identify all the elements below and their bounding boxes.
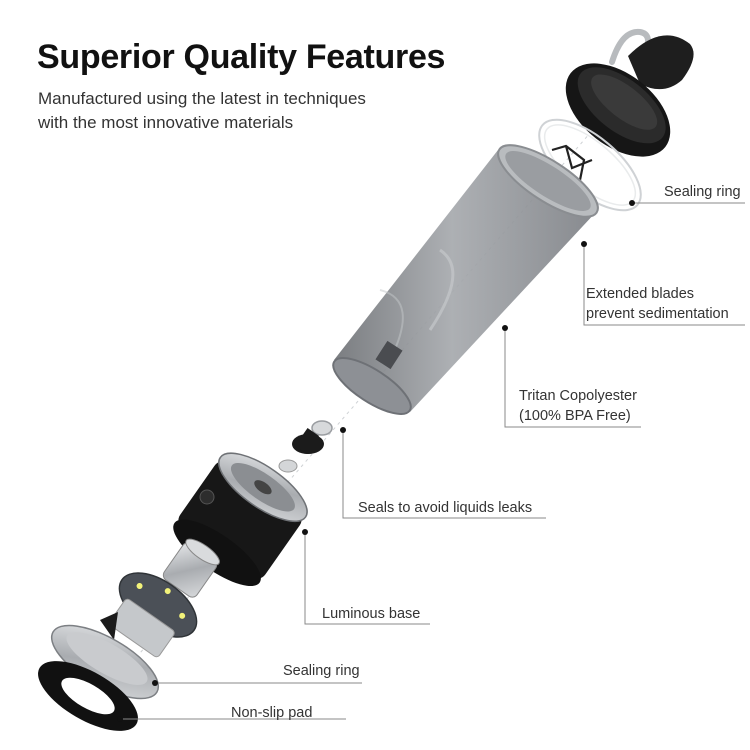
cup-body xyxy=(332,144,599,415)
lid xyxy=(551,28,694,181)
callout-sealing-ring-bottom: Sealing ring xyxy=(283,663,360,679)
motor xyxy=(162,538,220,598)
callout-blades-line-2: prevent sedimentation xyxy=(586,306,729,322)
callout-tritan-line-2: (100% BPA Free) xyxy=(519,408,631,424)
leader-dots xyxy=(117,200,635,722)
callout-sealing-ring-top: Sealing ring xyxy=(664,184,741,200)
leader-lines xyxy=(120,202,745,720)
subtitle-line-1: Manufactured using the latest in techniq… xyxy=(38,89,366,108)
non-slip-pad xyxy=(38,661,138,731)
callout-blades-line-1: Extended blades xyxy=(586,286,695,302)
subtitle-line-2: with the most innovative materials xyxy=(38,113,294,132)
motor-base xyxy=(173,452,308,587)
callout-luminous-base: Luminous base xyxy=(322,606,421,622)
callout-non-slip-pad: Non-slip pad xyxy=(231,705,313,721)
seal-parts xyxy=(278,420,333,473)
callout-seals: Seals to avoid liquids leaks xyxy=(358,500,533,516)
callout-tritan-line-1: Tritan Copolyester xyxy=(519,388,637,404)
battery xyxy=(100,598,175,658)
page-title: Superior Quality Features xyxy=(37,38,446,76)
